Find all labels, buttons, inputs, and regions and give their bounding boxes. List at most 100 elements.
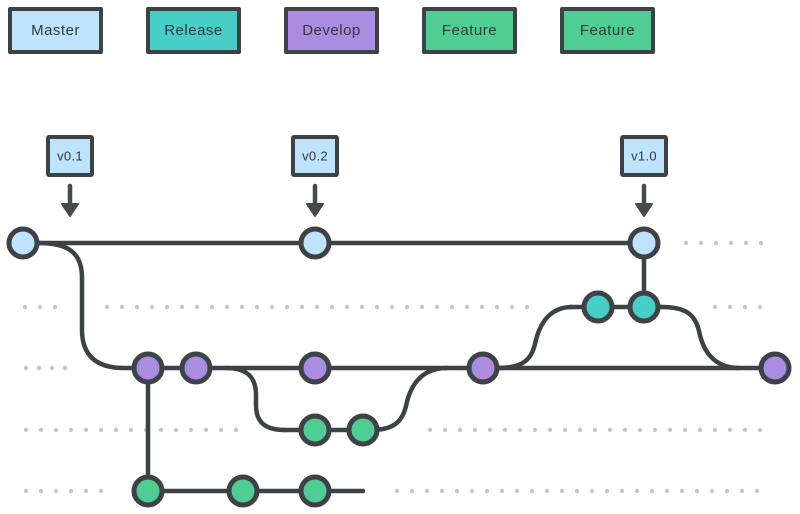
develop-to-release-curve (495, 304, 575, 371)
version-tag-box (46, 135, 94, 177)
branch-dot-feature-2 (83, 488, 89, 494)
commit-node-develop (466, 351, 500, 385)
branch-dot-feature-1 (442, 427, 448, 433)
legend-label-master: Master (31, 22, 80, 39)
branch-dot-feature-1 (517, 427, 523, 433)
version-tag-label: v0.1 (57, 149, 83, 164)
branch-dot-feature-2 (649, 488, 655, 494)
branch-dot-release (164, 304, 170, 310)
version-tag-box (620, 135, 668, 177)
branch-legend: Master Release Develop Feature Feature (8, 7, 655, 54)
branch-dot-feature-1 (637, 427, 643, 433)
branch-dot-feature-2 (499, 488, 505, 494)
branch-dot-develop (49, 365, 55, 371)
legend-box-feature-2: Feature (560, 7, 655, 54)
branch-dot-feature-1 (502, 427, 508, 433)
branch-dot-feature-2 (529, 488, 535, 494)
branch-dot-feature-1 (233, 427, 239, 433)
commit-node-feature (298, 413, 332, 447)
branch-dot-release (524, 304, 530, 310)
branch-dot-feature-2 (574, 488, 580, 494)
branch-dot-release (179, 304, 185, 310)
branch-dot-feature-1 (472, 427, 478, 433)
version-tag: v0.1 (46, 135, 94, 217)
branch-dot-feature-2 (514, 488, 520, 494)
version-tags: v0.1 v0.2 v1.0 (46, 135, 668, 217)
branch-dot-release (149, 304, 155, 310)
feature1-merge-curve (368, 365, 450, 433)
commit-node-master (298, 226, 332, 260)
branch-dot-feature-2 (634, 488, 640, 494)
branch-dot-release (742, 304, 748, 310)
branch-dot-develop (23, 365, 29, 371)
branch-dot-release (479, 304, 485, 310)
branch-dot-feature-1 (547, 427, 553, 433)
branch-dot-release (209, 304, 215, 310)
branch-dot-release (464, 304, 470, 310)
branch-dot-feature-2 (679, 488, 685, 494)
branch-dot-release (104, 304, 110, 310)
branch-dot-feature-1 (487, 427, 493, 433)
branch-dot-release (269, 304, 275, 310)
branch-dot-feature-1 (742, 427, 748, 433)
branch-dot-feature-1 (727, 427, 733, 433)
branch-dot-release (434, 304, 440, 310)
commit-node-feature (131, 474, 165, 508)
version-tag-label: v0.2 (302, 149, 328, 164)
branch-dot-feature-2 (394, 488, 400, 494)
branch-dot-feature-1 (592, 427, 598, 433)
legend-label-develop: Develop (302, 22, 361, 39)
branch-dot-feature-1 (203, 427, 209, 433)
commit-node-feature (346, 413, 380, 447)
branch-dot-release (22, 304, 28, 310)
branch-dot-feature-2 (589, 488, 595, 494)
branch-dot-feature-2 (23, 488, 29, 494)
branch-dot-feature-2 (454, 488, 460, 494)
branch-dot-master (698, 240, 704, 246)
down-arrow-head-icon (61, 203, 79, 217)
branch-dot-feature-2 (544, 488, 550, 494)
version-tag: v1.0 (620, 135, 668, 217)
branch-dot-release (374, 304, 380, 310)
branch-dot-master (728, 240, 734, 246)
branch-dot-feature-2 (739, 488, 745, 494)
commit-node-develop (758, 351, 792, 385)
branch-dot-feature-1 (23, 427, 29, 433)
branch-dot-release (389, 304, 395, 310)
branch-dot-develop (62, 365, 68, 371)
legend-box-release: Release (146, 7, 241, 54)
branch-dot-feature-1 (68, 427, 74, 433)
branch-dot-release (37, 304, 43, 310)
branch-dot-feature-1 (38, 427, 44, 433)
legend-box-feature-1: Feature (422, 7, 517, 54)
branch-dot-release (194, 304, 200, 310)
legend-label-feature-1: Feature (441, 22, 498, 39)
commit-node-master (627, 226, 661, 260)
branch-dot-release (254, 304, 260, 310)
branch-dot-release (314, 304, 320, 310)
branch-dot-feature-1 (562, 427, 568, 433)
branch-dot-release (494, 304, 500, 310)
legend-box-develop: Develop (284, 7, 379, 54)
branch-dot-master (743, 240, 749, 246)
branch-dot-release (712, 304, 718, 310)
branch-dot-feature-1 (113, 427, 119, 433)
branch-dot-feature-1 (622, 427, 628, 433)
branch-dot-feature-2 (619, 488, 625, 494)
branch-dot-feature-2 (439, 488, 445, 494)
branch-dot-feature-2 (469, 488, 475, 494)
branch-dot-release (757, 304, 763, 310)
branch-dot-feature-2 (724, 488, 730, 494)
branch-dot-release (52, 304, 58, 310)
branch-dot-release (359, 304, 365, 310)
legend-label-release: Release (164, 22, 223, 39)
develop-to-feature1-curve (223, 365, 288, 433)
branch-dot-feature-1 (218, 427, 224, 433)
branch-dot-release (344, 304, 350, 310)
branch-dot-feature-1 (697, 427, 703, 433)
branch-dot-feature-2 (98, 488, 104, 494)
commit-node-develop (298, 351, 332, 385)
branch-dot-release (134, 304, 140, 310)
commit-node-master (6, 226, 40, 260)
